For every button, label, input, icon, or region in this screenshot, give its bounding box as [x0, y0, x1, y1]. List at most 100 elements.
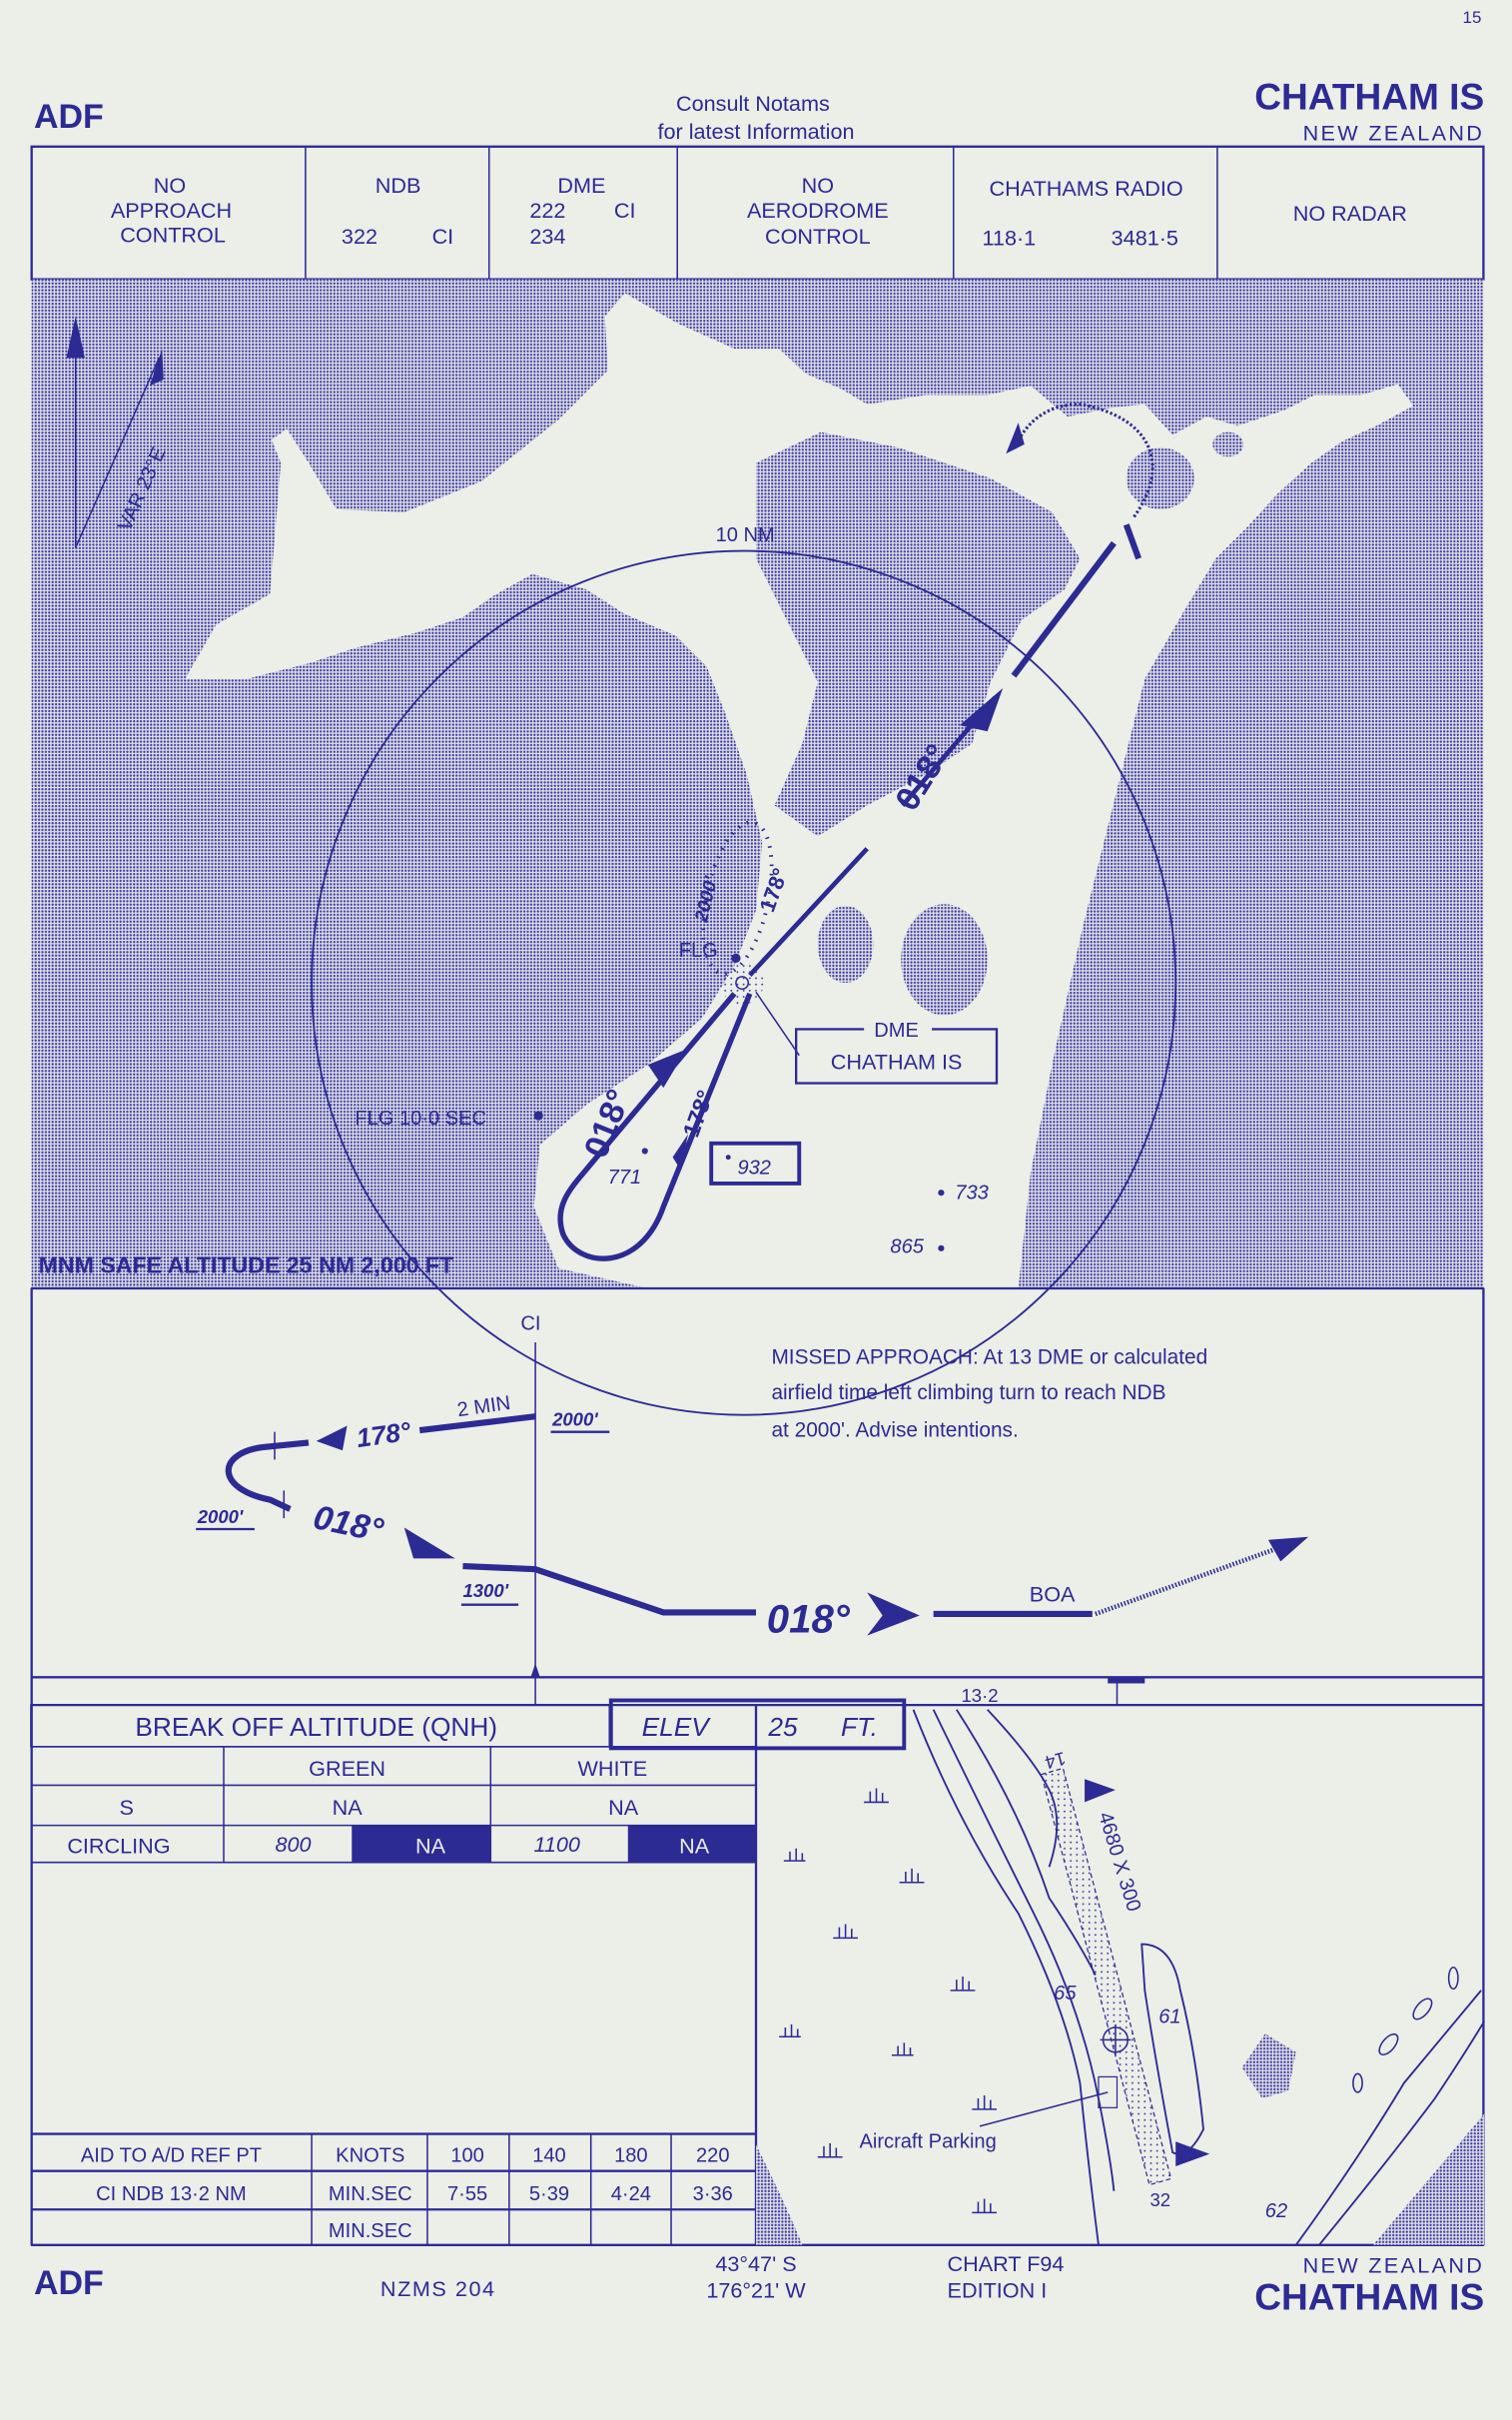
missed-approach-2: airfield time left climbing turn to reac…	[771, 1381, 1165, 1404]
profile-178-label: 178°	[355, 1416, 412, 1453]
notam-notice-2: for latest Information	[658, 119, 855, 144]
dme-box-name: CHATHAM IS	[831, 1050, 963, 1075]
lagoon-patch	[1126, 447, 1194, 509]
spot-height-771: 771	[608, 1167, 642, 1189]
inbound-track	[748, 403, 1154, 977]
lagoon-patch	[901, 904, 988, 1016]
page-number: 15	[1463, 8, 1482, 27]
fix-ci-label: CI	[520, 1313, 540, 1335]
missed-approach-3: at 2000'. Advise intentions.	[771, 1418, 1018, 1441]
timing-header-knots: KNOTS	[336, 2144, 404, 2166]
col-white: WHITE	[578, 1756, 648, 1781]
procedure-turn-track	[557, 992, 753, 1261]
timing-unit-2: MIN.SEC	[329, 2220, 412, 2242]
circling-green-na: NA	[415, 1833, 446, 1858]
dme-label: DME	[557, 173, 605, 198]
aerodrome-control-1: NO	[802, 173, 834, 198]
footer-edition: EDITION I	[948, 2277, 1048, 2302]
spot-height-865: 865	[890, 1235, 924, 1257]
marsh-icon	[779, 1788, 998, 2214]
aircraft-parking-label: Aircraft Parking	[860, 2130, 997, 2152]
timing-header-220: 220	[696, 2144, 730, 2166]
procedure-type: ADF	[34, 98, 104, 136]
elevation-label: ELEV	[642, 1712, 712, 1742]
flg-label: FLG	[679, 940, 718, 962]
row-circling-label: CIRCLING	[67, 1833, 170, 1858]
plan-view: VAR 23°E 10 NM 018° 2000' 178° FLG 018° …	[31, 279, 1484, 1416]
ndb-symbol-icon	[720, 961, 764, 1005]
time-140: 5·39	[529, 2183, 569, 2205]
dme-channel-2: 234	[529, 224, 565, 249]
turn-altitude: 2000'	[197, 1506, 244, 1527]
aerodrome-diagram: 14 32 4680 X 300 Aircraft Parking 65 61 …	[756, 1709, 1485, 2246]
approach-control-3: CONTROL	[120, 223, 226, 248]
footer-chart-number: CHART F94	[948, 2251, 1065, 2276]
two-min-label: 2 MIN	[455, 1392, 511, 1421]
timing-unit: MIN.SEC	[329, 2183, 412, 2205]
runway-14-32	[1041, 1767, 1172, 2186]
ten-nm-ring	[311, 549, 1177, 1416]
approach-arrow-icon	[1085, 1779, 1116, 1803]
notam-notice-1: Consult Notams	[676, 91, 830, 116]
lagoon-patch	[1212, 431, 1244, 457]
ndb-label: NDB	[376, 173, 421, 198]
runway-14-label: 14	[1043, 1748, 1068, 1774]
elevation-box	[608, 1698, 907, 1751]
north-arrow-icon	[66, 316, 164, 548]
lagoon	[756, 431, 1081, 837]
radio-name: CHATHAMS RADIO	[990, 176, 1183, 201]
footer-country: NEW ZEALAND	[1303, 2253, 1485, 2278]
elevation-62: 62	[1265, 2200, 1287, 2222]
dme-box-title: DME	[874, 1020, 919, 1042]
radio-freq-2: 3481·5	[1112, 226, 1178, 251]
aircraft-parking-area	[1098, 2075, 1119, 2108]
time-220: 3·36	[693, 2183, 733, 2205]
spot-height-932: 932	[737, 1158, 771, 1180]
descent-altitude: 1300'	[462, 1580, 508, 1601]
aerodrome-control-2: AERODROME	[747, 198, 889, 223]
minima-table: BREAK OFF ALTITUDE (QNH) ELEV 25 FT. GRE…	[30, 1698, 907, 2245]
radio-freq-1: 118·1	[983, 226, 1037, 251]
timing-table: AID TO A/D REF PT KNOTS 100 140 180 220 …	[30, 2132, 1485, 2246]
elevation-value: 25	[767, 1712, 798, 1742]
radar-status: NO RADAR	[1293, 201, 1407, 226]
boa-label: BOA	[1030, 1582, 1076, 1607]
time-180: 4·24	[611, 2183, 651, 2205]
fix-altitude: 2000'	[551, 1408, 598, 1429]
country-name: NEW ZEALAND	[1303, 121, 1485, 146]
timing-header-aid: AID TO A/D REF PT	[81, 2144, 262, 2166]
circling-white: 1100	[533, 1832, 579, 1857]
profile-final-course: 018°	[767, 1596, 851, 1641]
timing-header-180: 180	[614, 2144, 648, 2166]
airport-name: CHATHAM IS	[1254, 76, 1484, 118]
minimum-safe-altitude: MNM SAFE ALTITUDE 25 NM 2,000 FT	[39, 1252, 454, 1278]
row-s-green: NA	[333, 1795, 364, 1820]
ndb-ident: CI	[432, 224, 454, 249]
ndb-frequency: 322	[342, 224, 378, 249]
timing-header-140: 140	[532, 2144, 566, 2166]
timing-header-100: 100	[450, 2144, 484, 2166]
dme-leader	[755, 991, 800, 1057]
break-off-title: BREAK OFF ALTITUDE (QNH)	[135, 1712, 497, 1742]
circling-green: 800	[276, 1832, 312, 1857]
aerodrome-control-3: CONTROL	[765, 224, 871, 249]
row-s-label: S	[119, 1795, 133, 1820]
col-green: GREEN	[309, 1756, 385, 1781]
time-100: 7·55	[447, 2183, 487, 2205]
footer-latitude: 43°47' S	[715, 2251, 796, 2276]
footer-procedure: ADF	[34, 2264, 104, 2302]
flg-light-label: FLG 10·0 SEC	[355, 1108, 486, 1130]
runway-32-label: 32	[1149, 2189, 1170, 2210]
comms-table: NO APPROACH CONTROL NDB 322 CI DME 222 C…	[30, 145, 1485, 281]
elevation-65: 65	[1054, 1983, 1077, 2005]
footer-longitude: 176°21' W	[706, 2277, 806, 2302]
row-s-white: NA	[608, 1795, 639, 1820]
runway-dimensions: 4680 X 300	[1094, 1810, 1144, 1915]
approach-control-1: NO	[154, 173, 186, 198]
footer-map-ref: NZMS 204	[380, 2276, 496, 2301]
spot-height-733: 733	[955, 1182, 989, 1204]
profile-018-label: 018°	[310, 1498, 386, 1550]
dme-channel-1: 222	[529, 198, 565, 223]
